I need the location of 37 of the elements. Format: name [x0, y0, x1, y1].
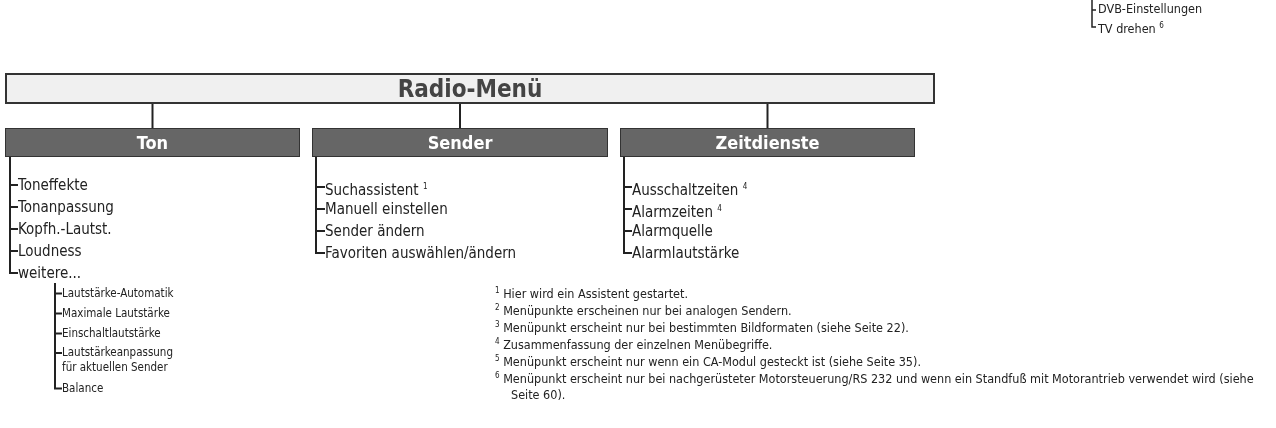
tree-line [54, 282, 63, 390]
menu-item: Loudness [18, 241, 82, 261]
menu-item: Ausschaltzeiten $^{4}$ [632, 177, 748, 200]
submenu-item: Maximale Lautstärke [62, 306, 170, 321]
menu-item: Favoriten auswählen/ändern [325, 243, 517, 263]
menu-heading-box: Ton [5, 128, 300, 157]
menu-item: weitere... [18, 263, 82, 283]
tree-line [459, 103, 461, 129]
submenu-item: Balance [62, 381, 104, 396]
tree-line [766, 103, 769, 129]
footnote: $^{5}$ Menüpunkt erscheint nur wenn ein CA-Modul gesteckt ist (siehe Seite 35). [495, 353, 922, 371]
menu-item: Toneffekte [18, 175, 88, 195]
menu-item: Alarmlautstärke [632, 243, 740, 263]
tree-line [151, 103, 154, 129]
menu-item: DVB-Einstellungen [1098, 1, 1203, 17]
menu-item: Suchassistent $^{1}$ [325, 177, 428, 200]
submenu-item: Lautstärke-Automatik [62, 286, 174, 301]
menu-title-box: Radio-Menü [5, 73, 935, 104]
footnote: $^{4}$ Zusammenfassung der einzelnen Menübegriffe. [495, 336, 774, 354]
menu-item: Manuell einstellen [325, 199, 448, 219]
menu-item: Alarmquelle [632, 221, 713, 241]
footnote: $^{2}$ Menüpunkte erscheinen nur bei analogen Sendern. [495, 302, 793, 320]
menu-item: Sender ändern [325, 221, 425, 241]
menu-item: Alarmzeiten $^{4}$ [632, 199, 722, 222]
menu-heading-box: Zeitdienste [620, 128, 915, 157]
footnote: $^{3}$ Menüpunkt erscheint nur bei bestimmten Bildformaten (siehe Seite 22). [495, 319, 910, 337]
footnote: $^{6}$ Menüpunkt erscheint nur bei nachgerüsteter Motorsteuerung/RS 232 und wenn ein Standfuß mit Motorantrieb verwendet wird (siehe Seite 60). [495, 370, 1255, 404]
menu-item: Tonanpassung [18, 197, 114, 217]
menu-item: Kopfh.-Lautst. [18, 219, 112, 239]
menu-heading-box: Sender [312, 128, 608, 157]
menu-item: TV drehen $^{6}$ [1098, 20, 1164, 38]
submenu-item: Lautstärkeanpassung für aktuellen Sender [62, 345, 187, 375]
footnote: $^{1}$ Hier wird ein Assistent gestartet. [495, 285, 689, 303]
tree-line [623, 156, 633, 254]
tree-line [9, 156, 19, 274]
tree-line [315, 156, 326, 254]
submenu-item: Einschaltlautstärke [62, 326, 161, 341]
